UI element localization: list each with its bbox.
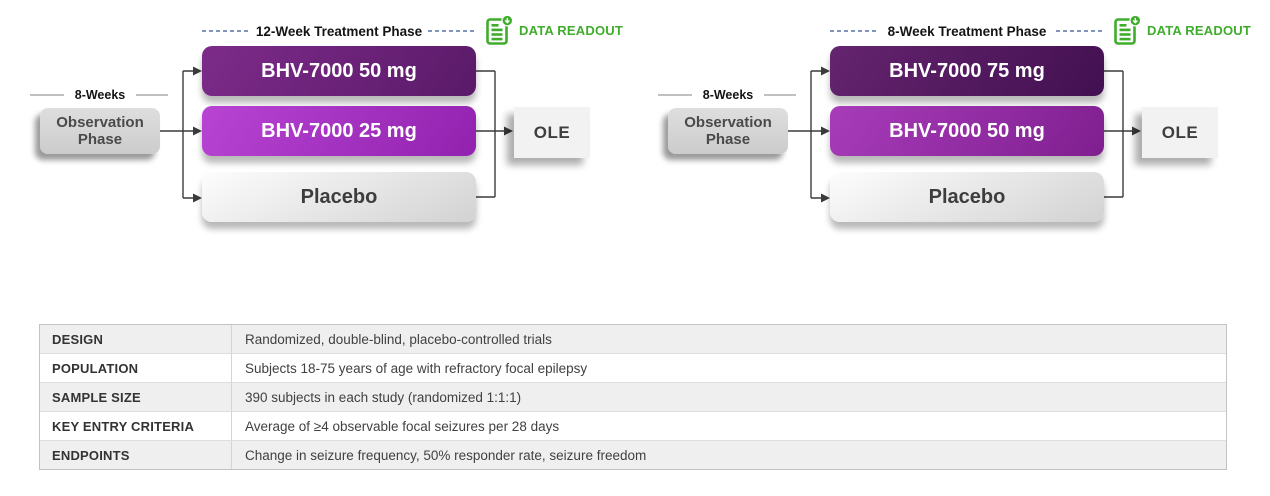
- table-row: SAMPLE SIZE 390 subjects in each study (…: [40, 382, 1226, 411]
- row-label: DESIGN: [40, 325, 232, 353]
- treatment-arm-high-dose: BHV-7000 75 mg: [830, 46, 1104, 96]
- treatment-arm-low-dose: BHV-7000 50 mg: [830, 106, 1104, 156]
- table-row: KEY ENTRY CRITERIA Average of ≥4 observa…: [40, 411, 1226, 440]
- study-details-table: DESIGN Randomized, double-blind, placebo…: [39, 324, 1227, 470]
- data-readout-label: DATA READOUT: [1147, 23, 1251, 38]
- table-row: DESIGN Randomized, double-blind, placebo…: [40, 325, 1226, 353]
- treatment-arm-placebo: Placebo: [830, 172, 1104, 222]
- observation-duration-label: 8-Weeks: [74, 88, 126, 102]
- row-label: KEY ENTRY CRITERIA: [40, 412, 232, 440]
- observation-phase-label: Observation Phase: [56, 113, 144, 148]
- row-value: Change in seizure frequency, 50% respond…: [245, 447, 647, 463]
- ole-box: OLE: [514, 107, 590, 158]
- treatment-phase-label: 12-Week Treatment Phase: [255, 24, 423, 39]
- data-readout: DATA READOUT: [486, 15, 623, 46]
- data-readout-icon: [486, 15, 513, 45]
- observation-phase-box: Observation Phase: [40, 108, 160, 154]
- observation-duration-label: 8-Weeks: [702, 88, 754, 102]
- study-diagram-1: 12-Week Treatment Phase DATA READOUT 8-W…: [0, 0, 623, 250]
- treatment-phase-label: 8-Week Treatment Phase: [887, 24, 1047, 39]
- row-label: POPULATION: [40, 354, 232, 382]
- row-value: Average of ≥4 observable focal seizures …: [245, 418, 560, 434]
- data-readout-icon: [1114, 15, 1141, 45]
- study-diagram-2: 8-Week Treatment Phase DATA READOUT 8-We…: [628, 0, 1251, 250]
- table-row: ENDPOINTS Change in seizure frequency, 5…: [40, 440, 1226, 469]
- ole-box: OLE: [1142, 107, 1218, 158]
- treatment-arm-high-dose: BHV-7000 50 mg: [202, 46, 476, 96]
- treatment-arm-placebo: Placebo: [202, 172, 476, 222]
- row-label: ENDPOINTS: [40, 441, 232, 469]
- row-value: Randomized, double-blind, placebo-contro…: [245, 331, 552, 347]
- row-value: Subjects 18-75 years of age with refract…: [245, 360, 588, 376]
- row-label: SAMPLE SIZE: [40, 383, 232, 411]
- data-readout: DATA READOUT: [1114, 15, 1251, 46]
- observation-phase-label: Observation Phase: [684, 113, 772, 148]
- row-value: 390 subjects in each study (randomized 1…: [245, 389, 522, 405]
- observation-phase-box: Observation Phase: [668, 108, 788, 154]
- data-readout-label: DATA READOUT: [519, 23, 623, 38]
- treatment-arm-low-dose: BHV-7000 25 mg: [202, 106, 476, 156]
- table-row: POPULATION Subjects 18-75 years of age w…: [40, 353, 1226, 382]
